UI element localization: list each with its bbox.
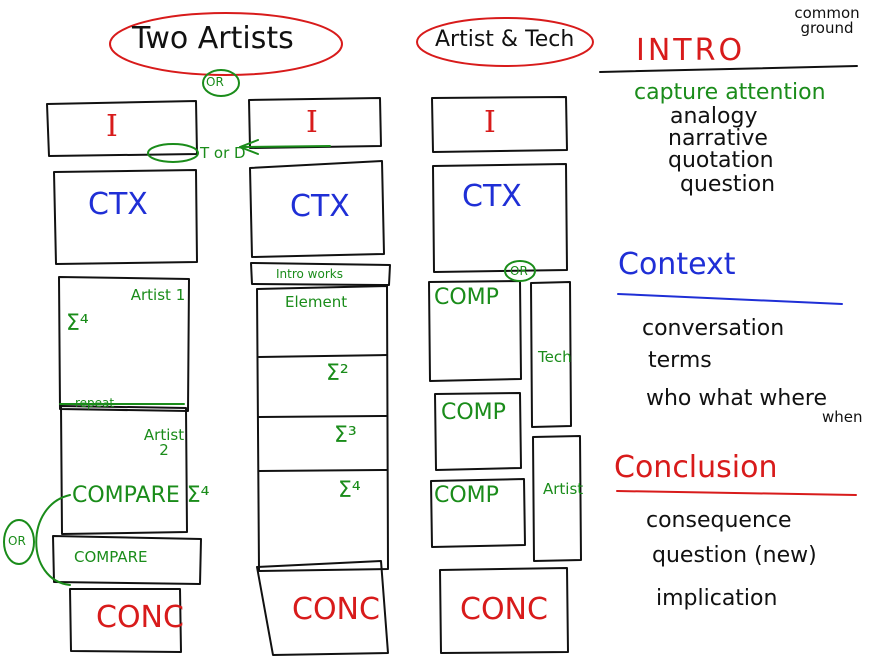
col3-comp2-box	[434, 392, 522, 471]
col2-elements-box	[256, 285, 389, 572]
col1-compare-box	[52, 535, 202, 585]
col1-or-ellipse	[3, 519, 35, 565]
context-item-terms: terms	[648, 348, 712, 373]
col1-intro-box	[46, 100, 198, 157]
col3-ctx-label: CTX	[462, 179, 522, 214]
col3-comp3-label: COMP	[434, 483, 499, 508]
col3-ctx-box	[432, 163, 568, 273]
artist-tech-ellipse	[416, 17, 594, 67]
heading-artist-tech: Artist & Tech	[435, 27, 575, 52]
col3-comp1-box	[428, 280, 522, 382]
col2-or-ellipse	[202, 69, 240, 97]
col3-conc-box	[439, 567, 569, 654]
col2-or-label: OR	[206, 75, 224, 89]
col2-intro-works-label: Intro works	[276, 267, 343, 281]
intro-item-narrative: narrative	[668, 126, 768, 151]
col1-sigma4-label: Σ⁴	[66, 311, 89, 336]
col1-or-label: OR	[8, 534, 26, 548]
intro-heading: INTRO	[636, 33, 746, 68]
col3-comp2-label: COMP	[441, 400, 506, 425]
col2-t-or-d-label: T or D	[200, 144, 246, 162]
common-ground-note: common ground	[794, 4, 860, 37]
col1-artist1-box	[58, 276, 190, 412]
col2-element-label: Element	[285, 293, 348, 311]
context-item-conversation: conversation	[642, 316, 785, 341]
col2-intro-label: I	[306, 105, 318, 140]
col1-artist1-label: Artist 1	[130, 286, 186, 304]
col2-divider-3	[258, 469, 388, 472]
col3-or-label: OR	[510, 264, 528, 278]
col2-sigma2-label: Σ²	[326, 361, 349, 386]
col2-intro-works-box	[250, 262, 391, 286]
col2-divider-2	[258, 415, 388, 418]
col2-divider-1	[258, 354, 388, 358]
col3-conc-label: CONC	[460, 592, 548, 627]
intro-item-question: question	[680, 172, 776, 197]
col3-comp1-label: COMP	[434, 285, 499, 310]
col1-repeat-label: repeat	[75, 396, 115, 410]
context-item-who-what-where: who what where	[646, 386, 827, 411]
col2-conc-label: CONC	[292, 592, 380, 627]
col3-artist-box	[532, 435, 582, 562]
col1-artist2-box	[60, 405, 188, 535]
context-underline	[617, 293, 843, 305]
col2-conc-box	[256, 560, 389, 656]
conclusion-item-implication: implication	[656, 586, 778, 611]
col1-intro-label: I	[106, 109, 118, 144]
intro-capture-attention: capture attention	[634, 80, 826, 105]
col2-intro-box	[248, 97, 382, 149]
conclusion-item-question-new: question (new)	[652, 543, 817, 568]
intro-item-analogy: analogy	[670, 104, 758, 129]
col3-tech-label: Tech	[538, 348, 572, 366]
t-or-d-ellipse	[147, 143, 199, 163]
conclusion-underline	[616, 490, 857, 496]
col3-comp3-box	[430, 478, 526, 548]
t-or-d-arrow	[239, 139, 331, 155]
col1-conc-box	[69, 588, 182, 653]
context-item-when: when	[822, 408, 863, 426]
context-heading: Context	[618, 247, 736, 282]
conclusion-item-consequence: consequence	[646, 508, 792, 533]
col2-sigma3-label: Σ³	[334, 423, 357, 448]
col1-conc-label: CONC	[96, 600, 184, 635]
intro-item-quotation: quotation	[668, 148, 774, 173]
col2-ctx-label: CTX	[290, 189, 350, 224]
col1-artist2-label: Artist 2	[143, 426, 185, 459]
col1-compare-label: COMPARE	[74, 548, 148, 566]
col2-ctx-box	[249, 160, 385, 258]
col2-sigma4-label: Σ⁴	[338, 478, 361, 503]
col3-intro-box	[431, 96, 568, 153]
col1-ctx-box	[53, 169, 198, 265]
col1-ctx-label: CTX	[88, 187, 148, 222]
col3-or-ellipse	[504, 260, 536, 282]
col3-artist-label: Artist	[543, 480, 584, 498]
conclusion-heading: Conclusion	[614, 450, 778, 485]
heading-two-artists: Two Artists	[132, 21, 294, 56]
col1-compare-e4-label: COMPARE Σ⁴	[72, 483, 210, 508]
col1-or-brace	[35, 494, 71, 586]
two-artists-ellipse	[109, 12, 343, 76]
col3-intro-label: I	[484, 105, 496, 140]
intro-underline	[599, 65, 858, 73]
col3-tech-box	[530, 281, 572, 428]
